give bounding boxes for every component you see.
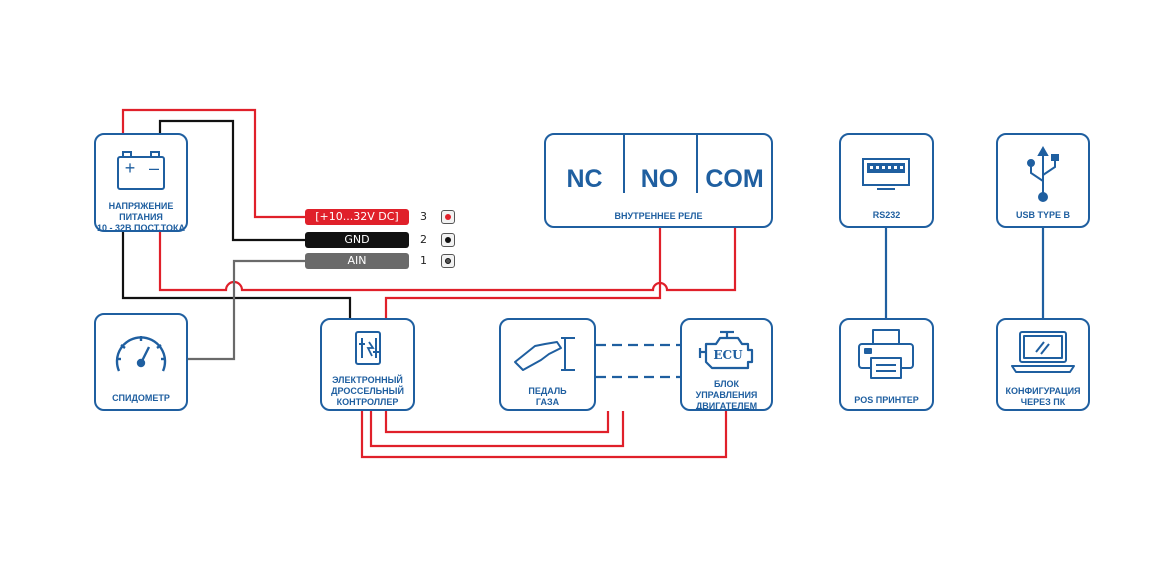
ecu-box: ECU БЛОК УПРАВЛЕНИЯ ДВИГАТЕЛЕМ: [680, 318, 773, 411]
relay-nc: NC: [566, 165, 603, 193]
battery-minus: –: [148, 158, 159, 178]
terminal-1: [441, 254, 455, 268]
pos-printer-label: POS ПРИНТЕР: [854, 395, 919, 405]
relay-label: ВНУТРЕННЕЕ РЕЛЕ: [614, 211, 703, 221]
wire-gnd: [158, 119, 305, 242]
pin-3-label: [+10...32V DC]: [315, 210, 399, 223]
battery-icon: [117, 151, 165, 190]
power-supply-box: + – НАПРЯЖЕНИЕ ПИТАНИЯ 10 - 32В ПОСТ.ТОК…: [94, 133, 188, 233]
ecu-icon-text: ECU: [713, 348, 743, 362]
throttle-controller-icon: [355, 331, 381, 365]
pin-1-bar: AIN: [305, 253, 409, 269]
pin-3-number: 3: [420, 210, 427, 223]
engine-icon: [698, 330, 754, 370]
gas-pedal-box: ПЕДАЛЬ ГАЗА: [499, 318, 596, 411]
laptop-icon: [1011, 331, 1075, 373]
throttle-controller-label: ЭЛЕКТРОННЫЙ ДРОССЕЛЬНЫЙ КОНТРОЛЛЕР: [331, 375, 404, 407]
relay-divider-2: [696, 135, 698, 193]
relay-com: COM: [705, 165, 764, 193]
pos-printer-box: POS ПРИНТЕР: [839, 318, 934, 411]
speedometer-icon: [115, 336, 167, 372]
battery-plus: +: [124, 158, 136, 178]
wire-throttle-pedal-1: [369, 411, 625, 448]
pin-2-label: GND: [344, 233, 370, 246]
speedometer-box: СПИДОМЕТР: [94, 313, 188, 411]
printer-icon: [858, 329, 914, 379]
wire-black-throttle: [121, 232, 352, 318]
relay-divider-1: [623, 135, 625, 193]
rs232-box: RS232: [839, 133, 934, 228]
gas-pedal-label: ПЕДАЛЬ ГАЗА: [528, 386, 567, 407]
ecu-label: БЛОК УПРАВЛЕНИЯ ДВИГАТЕЛЕМ: [695, 379, 758, 411]
terminal-3: [441, 210, 455, 224]
usb-box: USB TYPE B: [996, 133, 1090, 228]
pin-2-number: 2: [420, 233, 427, 246]
rs232-label: RS232: [872, 210, 901, 220]
pin-1-number: 1: [420, 254, 427, 267]
pin-2-bar: GND: [305, 232, 409, 248]
wire-ain: [188, 259, 305, 361]
power-supply-label: НАПРЯЖЕНИЕ ПИТАНИЯ 10 - 32В ПОСТ.ТОКА: [96, 201, 185, 233]
relay-box: NC NO COM ВНУТРЕННЕЕ РЕЛЕ: [544, 133, 773, 228]
rs232-port-icon: [862, 158, 910, 190]
pc-config-label: КОНФИГУРАЦИЯ ЧЕРЕЗ ПК: [1005, 386, 1081, 407]
gas-pedal-icon: [514, 337, 575, 371]
wire-red-bottom: [158, 228, 737, 292]
pc-config-box: КОНФИГУРАЦИЯ ЧЕРЕЗ ПК: [996, 318, 1090, 411]
terminal-2: [441, 233, 455, 247]
wire-no-throttle: [384, 228, 662, 318]
wire-throttle-ecu: [360, 411, 728, 459]
wire-power-plus: [121, 108, 305, 219]
wire-throttle-pedal-2: [384, 411, 610, 434]
speedometer-label: СПИДОМЕТР: [112, 393, 170, 403]
pin-1-label: AIN: [347, 254, 367, 267]
pin-3-bar: [+10...32V DC]: [305, 209, 409, 225]
relay-no: NO: [640, 165, 679, 193]
throttle-controller-box: ЭЛЕКТРОННЫЙ ДРОССЕЛЬНЫЙ КОНТРОЛЛЕР: [320, 318, 415, 411]
usb-label: USB TYPE B: [1015, 210, 1070, 220]
usb-icon: [1027, 145, 1059, 202]
